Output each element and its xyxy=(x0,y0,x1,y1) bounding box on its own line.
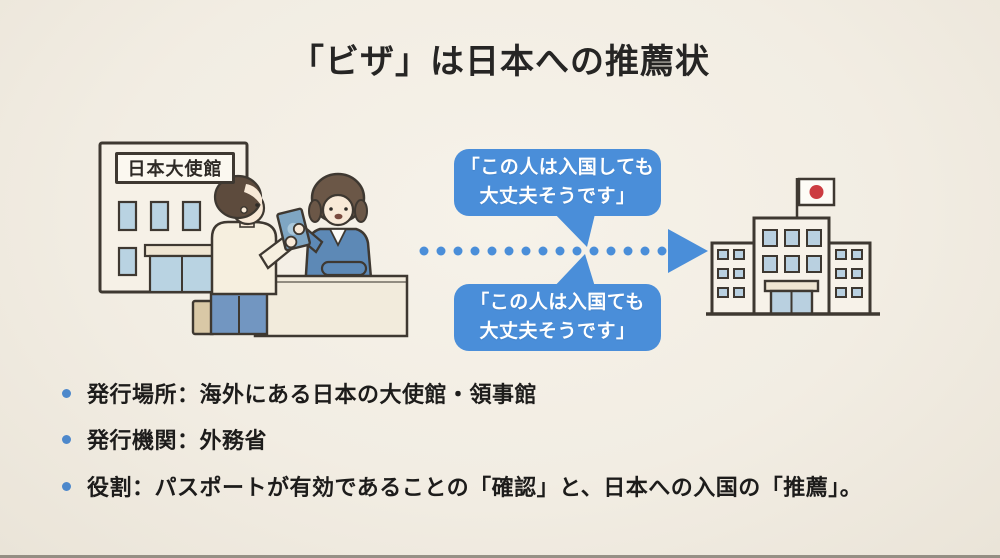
bullet-dot xyxy=(62,389,71,398)
bullet-text: パスポートが有効であることの「確認」と、日本への入国の「推薦」。 xyxy=(154,474,863,500)
speech-bubble-top-line1: 「この人は入国しても xyxy=(460,157,655,178)
bullet-label: 発行場所： xyxy=(87,382,200,407)
speech-bubble-top: 「この人は入国しても 大丈夫そうです」 xyxy=(454,149,661,216)
bullet-label: 発行機関： xyxy=(87,428,200,454)
bottom-edge-shadow xyxy=(0,555,1000,558)
speech-bubble-tails xyxy=(551,210,596,290)
government-windows xyxy=(717,229,863,298)
bullet-dot xyxy=(62,435,71,445)
bullet-list: 発行場所：海外にある日本の大使館・領事館 発行機関：外務省 役割：パスポートが有… xyxy=(62,382,982,521)
government-building-icon xyxy=(706,177,880,316)
speech-bubble-bottom-line2: 大丈夫そうです」 xyxy=(479,320,636,342)
bullet-item-issue-agency: 発行機関：外務省 xyxy=(62,428,982,454)
woman-figure xyxy=(303,172,374,292)
government-entrance xyxy=(763,279,820,316)
bullet-item-issue-place: 発行場所：海外にある日本の大使館・領事館 xyxy=(62,382,982,408)
page-title: 「ビザ」は日本への推薦状 xyxy=(290,43,710,81)
bullet-dot xyxy=(62,481,71,491)
service-counter xyxy=(253,274,409,338)
embassy-entrance xyxy=(143,243,221,294)
embassy-windows xyxy=(117,200,202,277)
speech-bubble-top-line2: 大丈夫そうです」 xyxy=(479,185,636,207)
bullet-text: 外務省 xyxy=(199,428,268,454)
bullet-item-role: 役割：パスポートが有効であることの「確認」と、日本への入国の「推薦」。 xyxy=(62,475,982,501)
passport-handoff xyxy=(258,207,324,270)
dotted-arrow-icon xyxy=(419,229,708,273)
speech-bubble-bottom-line1: 「この人は入国ても xyxy=(470,292,645,313)
japan-flag-icon xyxy=(795,177,836,218)
speech-bubble-bottom: 「この人は入国ても 大丈夫そうです」 xyxy=(454,284,661,351)
man-figure xyxy=(191,174,278,336)
embassy-sign: 日本大使館 xyxy=(115,152,235,184)
bullet-label: 役割： xyxy=(87,474,155,500)
bullet-text: 海外にある日本の大使館・領事館 xyxy=(199,382,538,407)
